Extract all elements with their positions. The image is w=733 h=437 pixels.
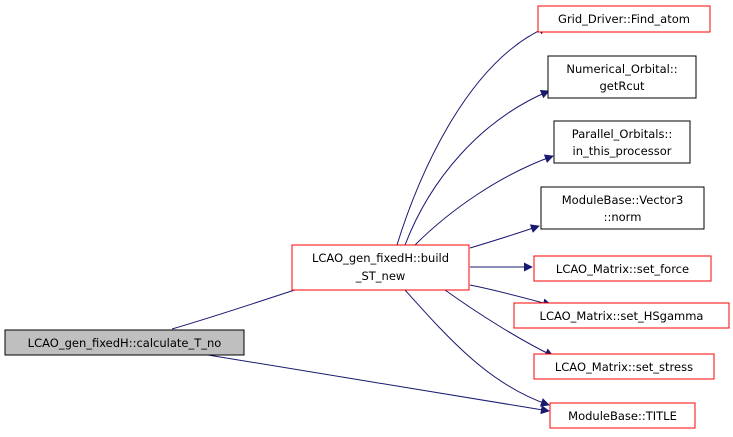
node-in-this-processor[interactable]: Parallel_Orbitals:: in_this_processor	[553, 120, 691, 164]
edge-build-to-find-atom	[396, 26, 548, 246]
edge-build-to-getrcut	[404, 89, 550, 246]
node-set-force-label: LCAO_Matrix::set_force	[556, 262, 689, 276]
node-build-st-new-label-line1: LCAO_gen_fixedH::build	[312, 251, 449, 265]
edge-build-to-title	[404, 289, 550, 407]
node-build-st-new-label-line2: _ST_new	[355, 269, 406, 283]
edge-build-to-in-this-processor	[414, 154, 554, 246]
node-getrcut-label-line2: getRcut	[600, 79, 645, 93]
node-set-stress[interactable]: LCAO_Matrix::set_stress	[533, 353, 715, 380]
edge-build-to-set-hsgamma	[469, 284, 552, 308]
node-getrcut-label-line1: Numerical_Orbital::	[566, 62, 677, 76]
node-set-hsgamma[interactable]: LCAO_Matrix::set_HSgamma	[513, 302, 730, 329]
node-set-hsgamma-label: LCAO_Matrix::set_HSgamma	[540, 309, 704, 323]
edge-build-to-vector3-norm	[469, 224, 540, 249]
node-set-force[interactable]: LCAO_Matrix::set_force	[533, 255, 712, 282]
node-in-this-processor-label-line2: in_this_processor	[573, 144, 672, 158]
node-calculate-t-no[interactable]: LCAO_gen_fixedH::calculate_T_no	[4, 329, 245, 356]
node-in-this-processor-label-line1: Parallel_Orbitals::	[572, 127, 672, 141]
node-set-stress-label: LCAO_Matrix::set_stress	[555, 360, 693, 374]
node-getrcut[interactable]: Numerical_Orbital:: getRcut	[547, 55, 697, 99]
node-find-atom[interactable]: Grid_Driver::Find_atom	[537, 5, 711, 33]
node-calculate-t-no-label: LCAO_gen_fixedH::calculate_T_no	[28, 336, 222, 350]
node-title-label: ModuleBase::TITLE	[568, 409, 677, 423]
node-vector3-norm-label-line1: ModuleBase::Vector3	[562, 193, 684, 207]
edges	[171, 26, 554, 415]
node-build-st-new[interactable]: LCAO_gen_fixedH::build _ST_new	[291, 244, 470, 291]
edge-build-to-set-stress	[444, 289, 554, 357]
node-title[interactable]: ModuleBase::TITLE	[549, 402, 696, 429]
node-vector3-norm[interactable]: ModuleBase::Vector3 ::norm	[540, 186, 705, 230]
node-vector3-norm-label-line2: ::norm	[604, 210, 642, 224]
node-find-atom-label: Grid_Driver::Find_atom	[558, 12, 690, 26]
edge-calculate-to-title	[207, 354, 550, 415]
